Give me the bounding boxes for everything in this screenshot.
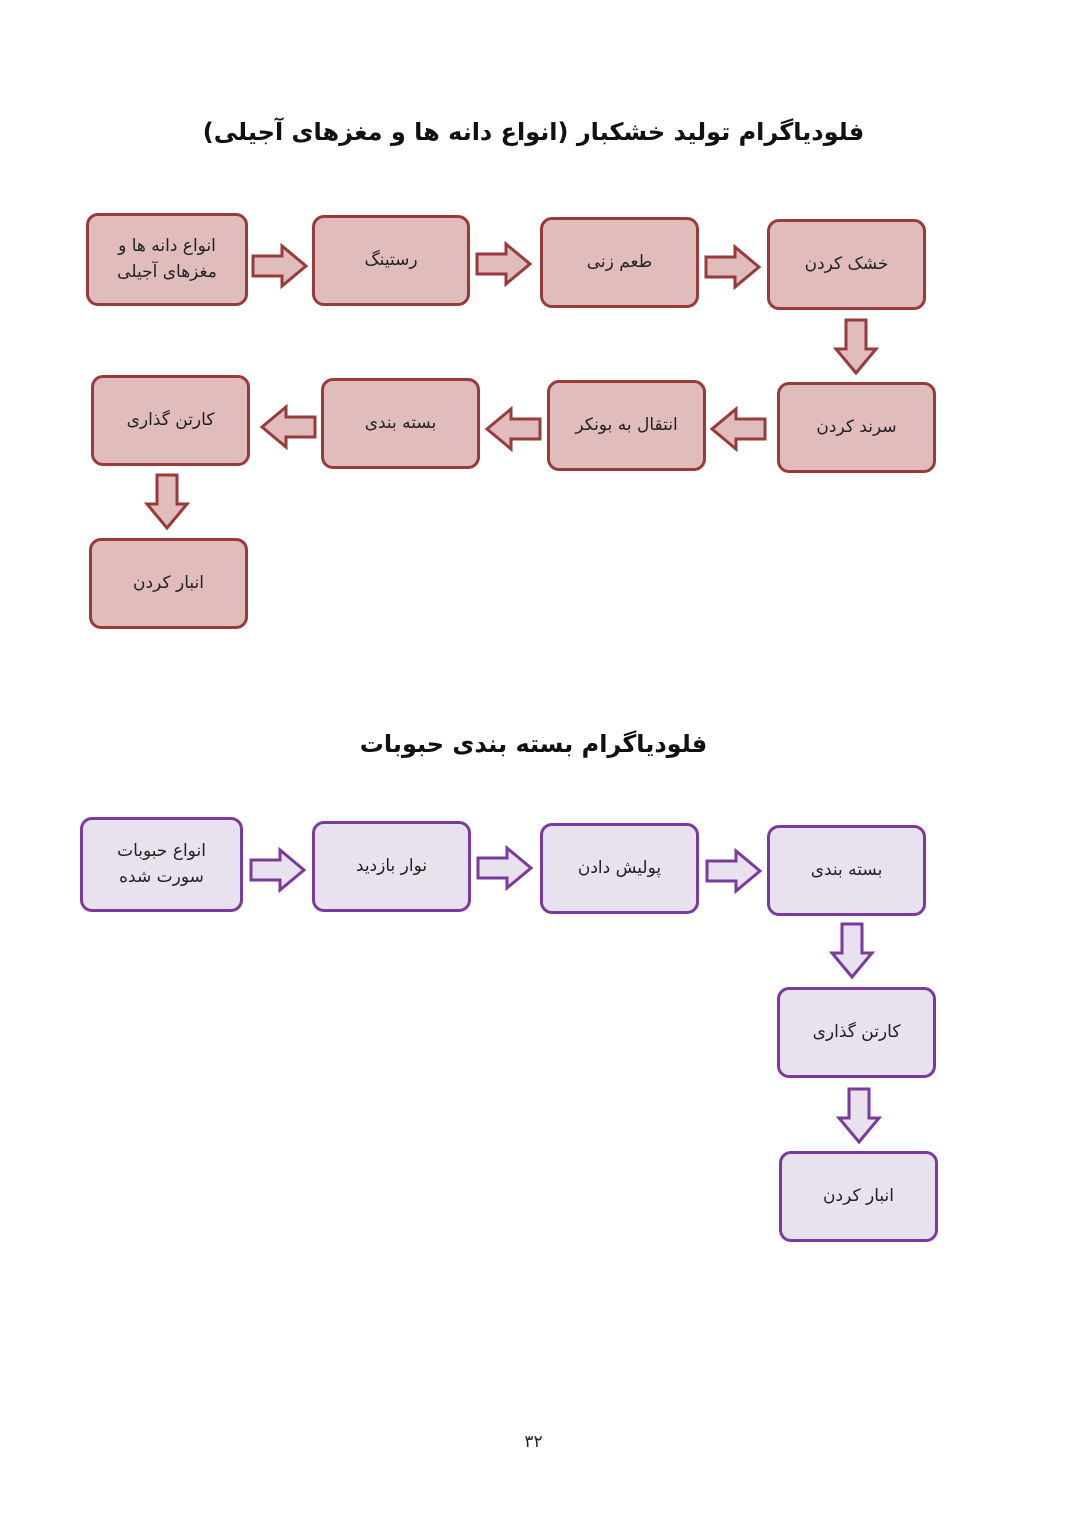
diagram1-title: فلودیاگرام تولید خشکبار (انواع دانه ها و… xyxy=(202,118,865,146)
d2-arrow-down-2 xyxy=(835,1087,883,1145)
d1-arrow-down-2 xyxy=(143,473,191,531)
d2-step-sorted-legumes: انواع حبوبات سورت شده xyxy=(80,817,243,912)
d1-arrow-right-2 xyxy=(475,240,533,288)
d2-arrow-right-3 xyxy=(705,847,763,895)
d2-step-cartoning: کارتن گذاری xyxy=(777,987,936,1078)
d1-arrow-left-2 xyxy=(484,405,542,453)
page-number: ۳۲ xyxy=(524,1432,543,1452)
diagram2-title: فلودیاگرام بسته بندی حبوبات xyxy=(359,730,708,758)
d1-arrow-right-3 xyxy=(704,243,762,291)
d1-step-roasting: رستینگ xyxy=(312,215,470,306)
d1-step-storage: انبار کردن xyxy=(89,538,248,629)
d2-step-packaging: بسته بندی xyxy=(767,825,926,916)
d1-arrow-left-1 xyxy=(709,405,767,453)
d2-step-polishing: پولیش دادن xyxy=(540,823,699,914)
d2-step-storage: انبار کردن xyxy=(779,1151,938,1242)
d1-step-cartoning: کارتن گذاری xyxy=(91,375,250,466)
d1-arrow-right-1 xyxy=(251,242,309,290)
d2-arrow-right-1 xyxy=(249,846,307,894)
d1-step-sieving: سرند کردن xyxy=(777,382,936,473)
d2-arrow-right-2 xyxy=(476,844,534,892)
d1-step-packaging: بسته بندی xyxy=(321,378,480,469)
d1-step-flavoring: طعم زنی xyxy=(540,217,699,308)
d2-step-inspection-belt: نوار بازدید xyxy=(312,821,471,912)
d1-step-drying: خشک کردن xyxy=(767,219,926,310)
d1-arrow-down-1 xyxy=(832,318,880,376)
d1-step-nut-types: انواع دانه ها و مغزهای آجیلی xyxy=(86,213,248,306)
d1-step-bunker-transfer: انتقال به بونکر xyxy=(547,380,706,471)
d1-arrow-left-3 xyxy=(259,403,317,451)
d2-arrow-down-1 xyxy=(828,922,876,980)
